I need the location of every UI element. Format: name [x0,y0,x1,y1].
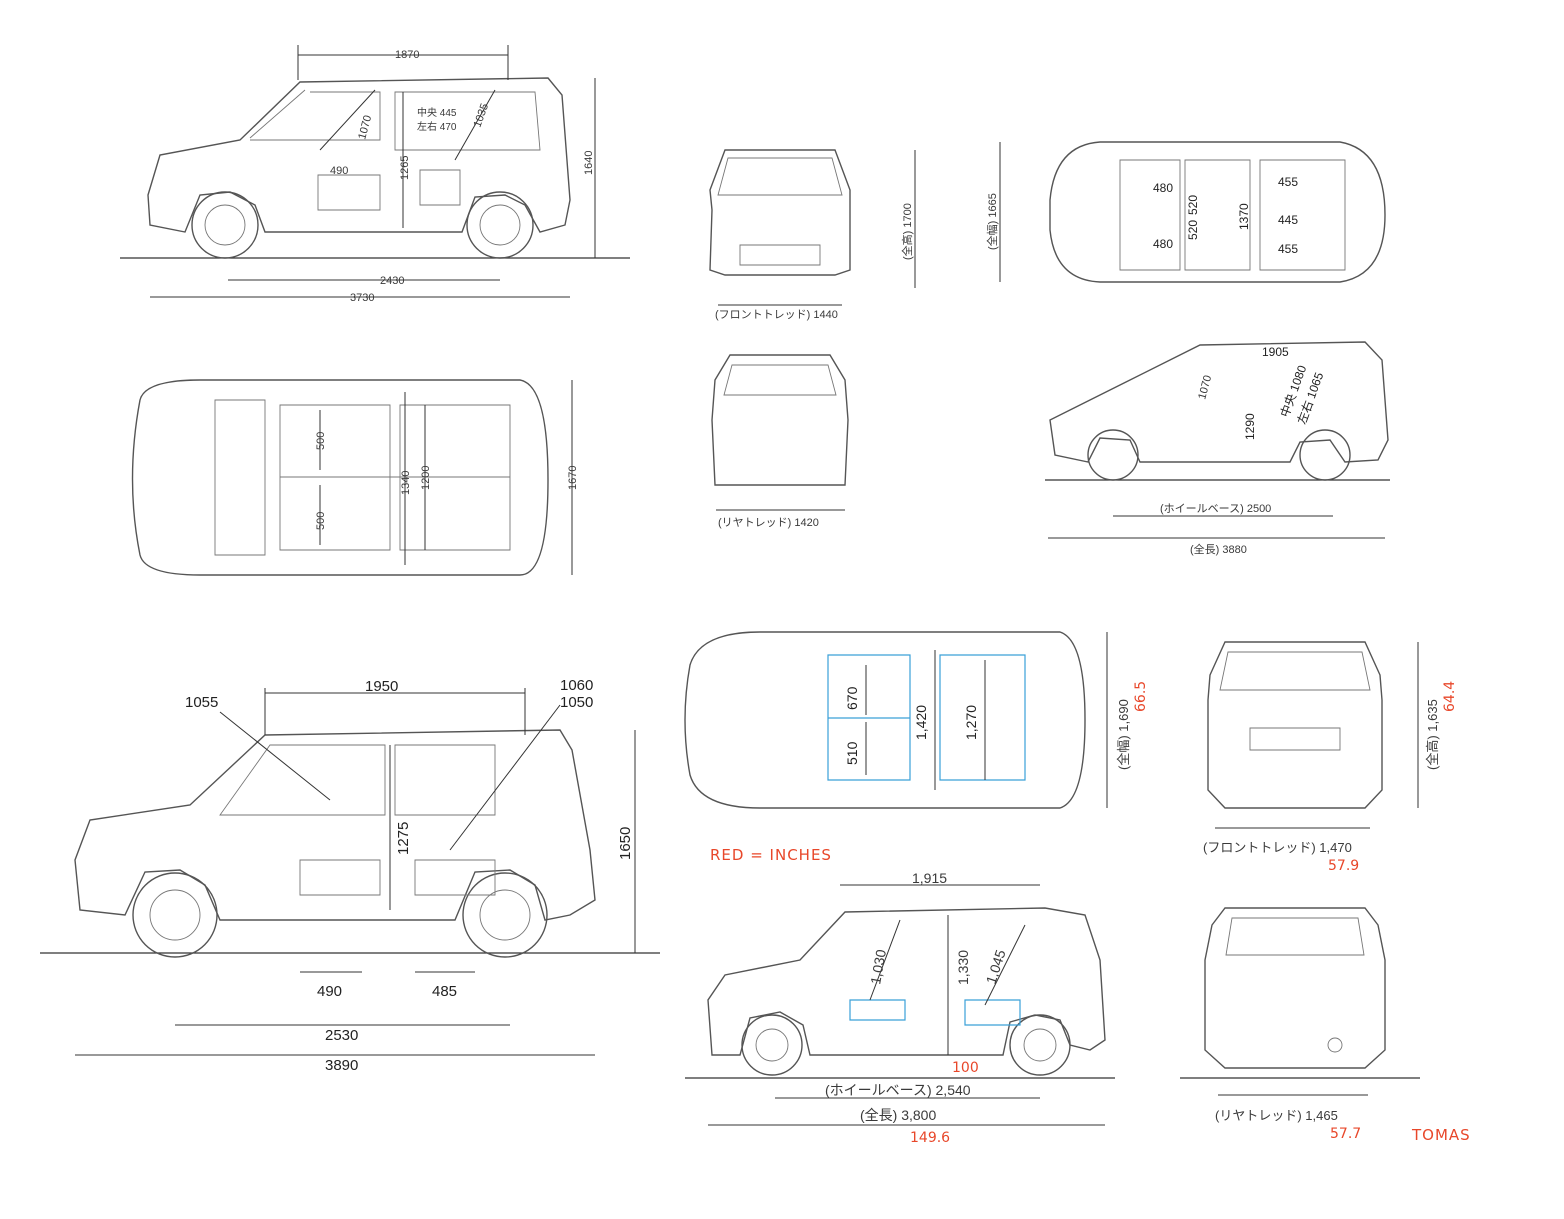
label-front-height-1635: (全高) 1,635 [1425,699,1440,770]
dim-1045: 1,045 [983,947,1009,985]
dim-1275: 1275 [395,822,412,855]
label-width-1690: (全幅) 1,690 [1116,699,1131,770]
label-rear-tread-inches: 57.7 [1330,1126,1361,1142]
label-side-length-3880: (全長) 3880 [1190,542,1247,556]
dim-1330: 1,330 [955,950,971,985]
label-overhang-inches: 100 [952,1060,979,1076]
dim-500-upper: 500 [315,432,327,450]
dim-1370: 1370 [1237,203,1251,230]
panel-top-lower-middle: 670 510 1,420 1,270 (全幅) 1,690 66.5 [684,631,1149,809]
dim-1870: 1870 [395,49,419,61]
label-rear-tread-1420: (リヤトレッド) 1420 [718,517,819,529]
label-wheelbase-2540: (ホイールベース) 2,540 [825,1082,971,1098]
dim-2530: 2530 [325,1027,358,1044]
dim-1070: 1070 [356,114,374,141]
panel-front-lower-right: (全高) 1,635 64.4 (フロントトレッド) 1,470 57.9 [1203,641,1458,874]
dim-1270-cabin: 1,270 [963,705,979,740]
panel-top-upper-right: (全幅) 1665 480 480 520 520 1370 455 445 4… [985,141,1386,283]
panel-cube-side-large: 1055 1950 1060 1050 1275 1650 490 485 25… [40,677,660,1074]
dim-455-lower: 455 [1278,242,1298,256]
dim-3890: 3890 [325,1057,358,1074]
label-length-inches: 149.6 [910,1130,950,1146]
label-side-470: 左右 470 [417,120,457,133]
dim-1290: 1290 [1243,413,1257,440]
panel-cube-side-top: 1870 2430 3730 490 中央 445 左右 470 1070 10… [120,45,630,304]
panel-rear-lower-right: (リヤトレッド) 1,465 57.7 [1180,907,1420,1142]
panel-rear-small: (リヤトレッド) 1420 [711,354,849,529]
dim-1640: 1640 [583,151,595,175]
dim-1905: 1905 [1262,345,1289,359]
dim-510: 510 [844,741,860,765]
dim-1950: 1950 [365,678,398,695]
dim-1055: 1055 [185,694,218,711]
label-width-inches: 66.5 [1133,681,1149,712]
dim-520-b: 520 [1186,220,1200,240]
dim-500-lower: 500 [315,512,327,530]
dim-490-large: 490 [317,983,342,1000]
label-height-inches: 64.4 [1442,681,1458,712]
panel-side-middle-right: (ホイールベース) 2500 (全長) 3880 1905 1070 中央 10… [1045,341,1390,556]
panel-front-small: (全高) 1700 (フロントトレッド) 1440 [709,149,916,321]
panel-cube-top: 500 500 1340 1200 1670 [131,379,579,576]
dim-480-lower: 480 [1153,237,1173,251]
dim-1650: 1650 [617,827,634,860]
dim-455-upper: 455 [1278,175,1298,189]
label-front-tread-inches: 57.9 [1328,858,1359,874]
dim-3730: 3730 [350,292,374,304]
dim-490: 490 [330,165,348,177]
dim-1050: 1050 [560,694,593,711]
label-length-3800: (全長) 3,800 [860,1107,936,1123]
signature-tomas: TOMAS [1411,1126,1471,1144]
dim-2430: 2430 [380,275,404,287]
label-front-height-1700: (全高) 1700 [900,203,914,260]
dim-1670: 1670 [567,466,579,490]
dim-1070-right: 1070 [1196,374,1214,401]
label-rear-tread-1465: (リヤトレッド) 1,465 [1215,1108,1338,1123]
label-front-tread-1470: (フロントトレッド) 1,470 [1203,840,1352,855]
label-side-wheelbase-2500: (ホイールベース) 2500 [1160,502,1271,515]
dim-1030: 1,030 [867,948,889,985]
dim-670: 670 [844,686,860,710]
dim-485: 485 [432,983,457,1000]
dim-1200: 1200 [420,466,432,490]
dim-1420-cabin: 1,420 [913,705,929,740]
dim-480-upper: 480 [1153,181,1173,195]
legend-red-inches: RED = INCHES [710,846,832,864]
panel-side-lower-middle: 1,915 1,030 1,330 1,045 100 (ホイールベース) 2,… [685,870,1115,1146]
dim-1060: 1060 [560,677,593,694]
dim-1035: 1035 [472,102,492,129]
dim-1915: 1,915 [912,870,947,886]
label-front-tread-1440: (フロントトレッド) 1440 [715,309,838,321]
dim-1340: 1340 [400,471,412,495]
label-top-width-1665: (全幅) 1665 [985,193,999,250]
label-center-445: 中央 445 [417,106,457,119]
dim-520-a: 520 [1186,195,1200,215]
dim-445: 445 [1278,213,1298,227]
dim-1265: 1265 [399,156,411,180]
